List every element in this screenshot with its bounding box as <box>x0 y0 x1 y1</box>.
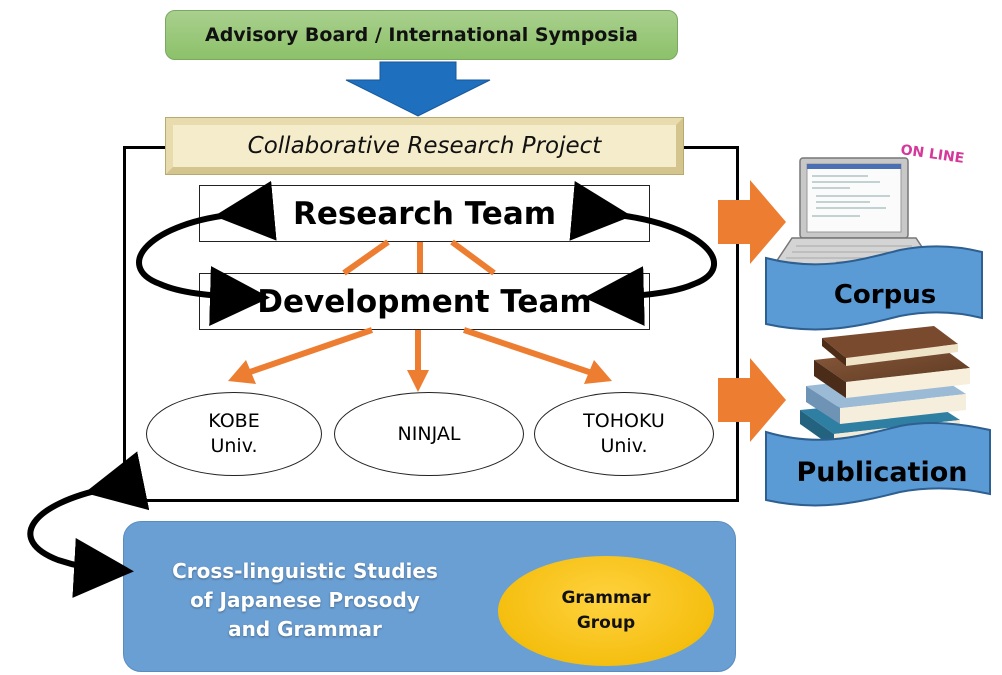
tohoku-line-1: TOHOKU <box>583 410 665 433</box>
arrowhead-to-kobe-icon <box>228 360 256 384</box>
grammar-line-2: Group <box>576 613 636 633</box>
arrowhead-to-tohoku-icon <box>584 360 612 384</box>
cross-line-3: and Grammar <box>228 616 382 641</box>
publication-label: Publication <box>796 456 968 488</box>
cross-line-1: Cross-linguistic Studies <box>172 558 438 583</box>
kobe-line-1: KOBE <box>208 410 260 433</box>
left-cycle-arrow-icon <box>136 180 277 326</box>
grammar-group-ellipse: Grammar Group <box>498 556 714 666</box>
tohoku-univ-node: TOHOKU Univ. <box>534 392 714 476</box>
advisory-board-label: Advisory Board / International Symposia <box>204 24 638 46</box>
project-title: Collaborative Research Project <box>247 133 602 159</box>
ninjal-label: NINJAL <box>397 422 461 445</box>
cross-line-2: of Japanese Prosody <box>190 587 420 612</box>
ninjal-node: NINJAL <box>334 392 524 476</box>
publication-banner <box>765 422 991 507</box>
kobe-line-2: Univ. <box>210 435 258 457</box>
corpus-output-arrow-icon <box>718 180 786 264</box>
right-cycle-arrow-icon <box>569 180 717 327</box>
corpus-label: Corpus <box>833 280 937 310</box>
kobe-univ-node: KOBE Univ. <box>146 392 322 476</box>
tohoku-line-2: Univ. <box>600 435 648 457</box>
advisory-board-box: Advisory Board / International Symposia <box>165 10 678 60</box>
grammar-line-1: Grammar <box>561 587 651 608</box>
corpus-banner <box>765 245 983 331</box>
development-team-label: Development Team <box>257 283 592 320</box>
orange-branch-arrows <box>246 239 593 376</box>
bottom-left-cycle-arrow-icon <box>27 451 150 598</box>
cross-linguistic-text: Cross-linguistic Studies of Japanese Pro… <box>140 545 470 655</box>
arrowhead-to-ninjal-icon <box>407 370 429 392</box>
publication-output-arrow-icon <box>718 358 786 442</box>
down-arrow-icon <box>345 61 491 117</box>
research-team-label: Research Team <box>292 195 557 232</box>
project-title-banner: Collaborative Research Project <box>166 118 683 174</box>
books-icon <box>800 326 970 448</box>
